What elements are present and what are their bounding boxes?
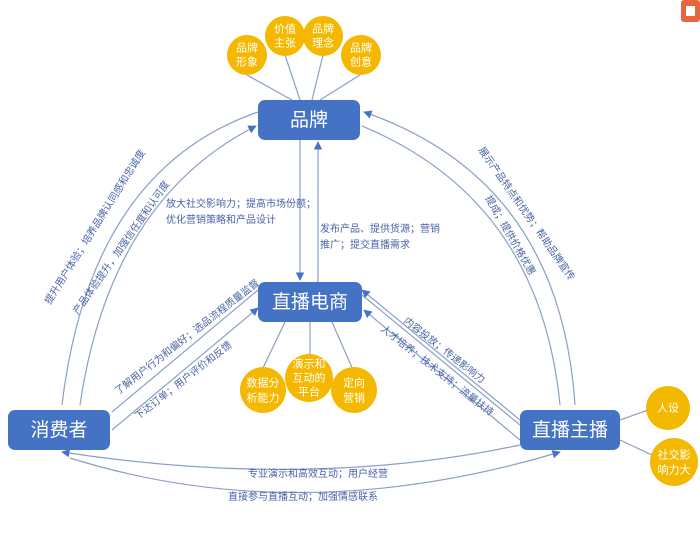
svg-text:演示和: 演示和 [293,357,326,371]
edge-label: 放大社交影响力；提高市场份额； [166,197,316,210]
edge-label: 直接参与直播互动；加强情感联系 [228,490,378,503]
edge-label: 发布产品、提供货源；营销 [320,222,440,235]
svg-text:互动的: 互动的 [293,371,326,385]
edge-label: 提成；提供价格优惠 [482,193,538,277]
svg-text:直播主播: 直播主播 [532,419,608,441]
node-brand: 品牌 [258,100,360,140]
svg-text:响力大: 响力大 [658,463,691,477]
svg-text:形象: 形象 [236,56,258,69]
svg-text:数据分: 数据分 [247,376,280,390]
svg-text:品牌: 品牌 [290,109,328,131]
svg-text:品牌: 品牌 [350,41,372,55]
edge-label: 专业演示和高效互动；用户经营 [248,467,388,480]
svg-text:定向: 定向 [343,376,365,390]
corner-app-icon[interactable] [681,0,700,22]
edge-label: 推广；提交直播需求 [320,238,410,251]
anchor-attr-circle: 人设 [646,386,690,430]
svg-text:营销: 营销 [343,391,365,405]
svg-text:品牌: 品牌 [312,22,334,36]
svg-text:价值: 价值 [274,23,296,36]
svg-text:人设: 人设 [657,402,679,415]
svg-text:主张: 主张 [274,37,296,50]
svg-text:直播电商: 直播电商 [272,291,348,313]
edge-label: 优化营销策略和产品设计 [166,213,276,226]
node-anchor: 直播主播 [520,410,620,450]
svg-text:品牌: 品牌 [236,41,258,55]
edge-label: 下达订单；用户评价和反馈 [132,338,235,422]
connectors [61,54,653,494]
svg-text:平台: 平台 [298,385,320,399]
svg-text:创意: 创意 [350,55,372,69]
node-ecommerce: 直播电商 [258,282,362,322]
node-consumer: 消费者 [8,410,110,450]
svg-text:理念: 理念 [312,36,334,50]
svg-text:社交影: 社交影 [658,448,691,462]
svg-text:消费者: 消费者 [30,419,87,441]
svg-text:析能力: 析能力 [247,391,280,405]
